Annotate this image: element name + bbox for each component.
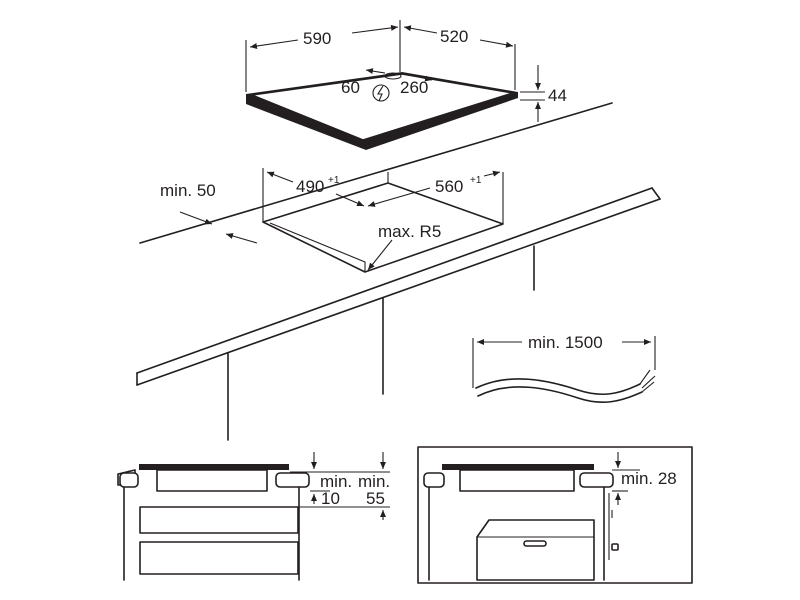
dim-front-edge-label: min. 50 xyxy=(160,181,216,200)
dim-cutout-depth: 560 +1 xyxy=(367,170,501,207)
dim-gap-below-hob-value: 10 xyxy=(321,489,340,508)
dim-front-edge: min. 50 xyxy=(160,181,258,244)
dim-hob-depth: 520 xyxy=(403,25,516,90)
dim-cutout-width: 490 +1 xyxy=(266,171,365,207)
dim-gap-to-drawer-label: min. xyxy=(358,472,390,491)
dim-corner-radius: max. R5 xyxy=(367,222,441,271)
countertop xyxy=(136,102,661,441)
dim-cutout-width-label: 490 xyxy=(296,177,324,196)
section-drawer-cabinet: min. 10 min. 55 xyxy=(117,452,390,581)
oven-handle-icon xyxy=(523,540,547,547)
lightning-bolt-icon xyxy=(372,84,390,102)
dim-oven-gap-label: min. 28 xyxy=(621,469,677,488)
dim-corner-radius-label: max. R5 xyxy=(378,222,441,241)
dim-gap-to-drawer-value: 55 xyxy=(366,489,385,508)
dim-connection-offset-label: 60 xyxy=(341,78,360,97)
dim-hob-height-label: 44 xyxy=(548,86,567,105)
dim-connection-depth-label: 260 xyxy=(400,78,428,97)
dim-hob-width: 590 xyxy=(245,20,401,92)
dim-cutout-depth-label: 560 xyxy=(435,177,463,196)
hob-appliance xyxy=(246,72,518,150)
power-cable: min. 1500 xyxy=(472,333,656,404)
dim-gap-below-hob-label: min. xyxy=(320,472,352,491)
dim-cable-length-label: min. 1500 xyxy=(528,333,603,352)
dim-cutout-width-tol: +1 xyxy=(328,175,340,186)
dim-hob-width-label: 590 xyxy=(303,29,331,48)
section-oven-cabinet: min. 28 xyxy=(417,446,693,584)
cutout-opening xyxy=(262,168,504,273)
dim-connection: 60 260 xyxy=(341,68,433,102)
dim-hob-depth-label: 520 xyxy=(440,27,468,46)
dim-cutout-depth-tol: +1 xyxy=(470,175,482,186)
dim-hob-height: 44 xyxy=(520,65,567,122)
connection-point-icon xyxy=(384,72,402,80)
